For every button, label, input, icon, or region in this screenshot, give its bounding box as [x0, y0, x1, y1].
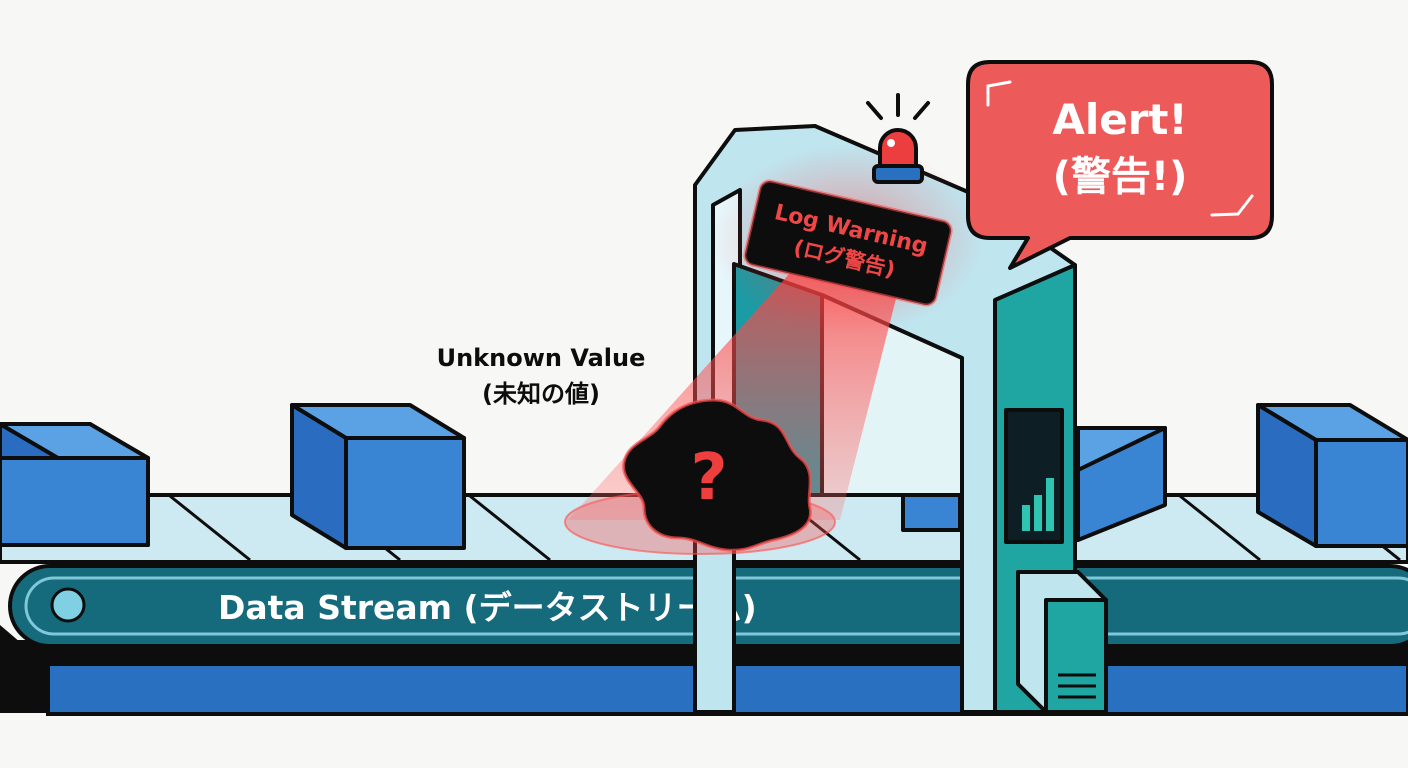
- data-box-5: [1256, 403, 1408, 548]
- sign-panel: [743, 179, 953, 307]
- alert-line2: (警告!): [1053, 154, 1188, 200]
- stream-label: Data Stream (データストリーム): [218, 588, 757, 627]
- log-warning-sign: Log Warning (ログ警告): [713, 145, 983, 335]
- scanner-gate: [693, 124, 1108, 714]
- gate-terminal-face: [1044, 598, 1108, 714]
- belt-roller-icon: [50, 587, 86, 623]
- unknown-label-line2: (未知の値): [482, 380, 600, 408]
- alert-bubble: Alert! (警告!): [966, 60, 1274, 270]
- unknown-blob: [622, 398, 812, 552]
- alert-line1: Alert!: [1052, 95, 1187, 144]
- bar-chart-bars: [1022, 478, 1054, 531]
- siren-icon: [866, 93, 930, 184]
- vent-lines-icon: [1058, 673, 1096, 699]
- data-box-4: [1076, 426, 1167, 542]
- question-mark-icon: ?: [690, 441, 727, 515]
- data-box-2: [290, 403, 466, 550]
- unknown-value: ? Unknown Value (未知の値): [437, 344, 812, 552]
- unknown-label-line1: Unknown Value: [437, 344, 646, 372]
- alert-bubble-shape: [966, 60, 1274, 270]
- data-box-1: [0, 422, 150, 547]
- alert-bubble-corners: [986, 80, 1254, 217]
